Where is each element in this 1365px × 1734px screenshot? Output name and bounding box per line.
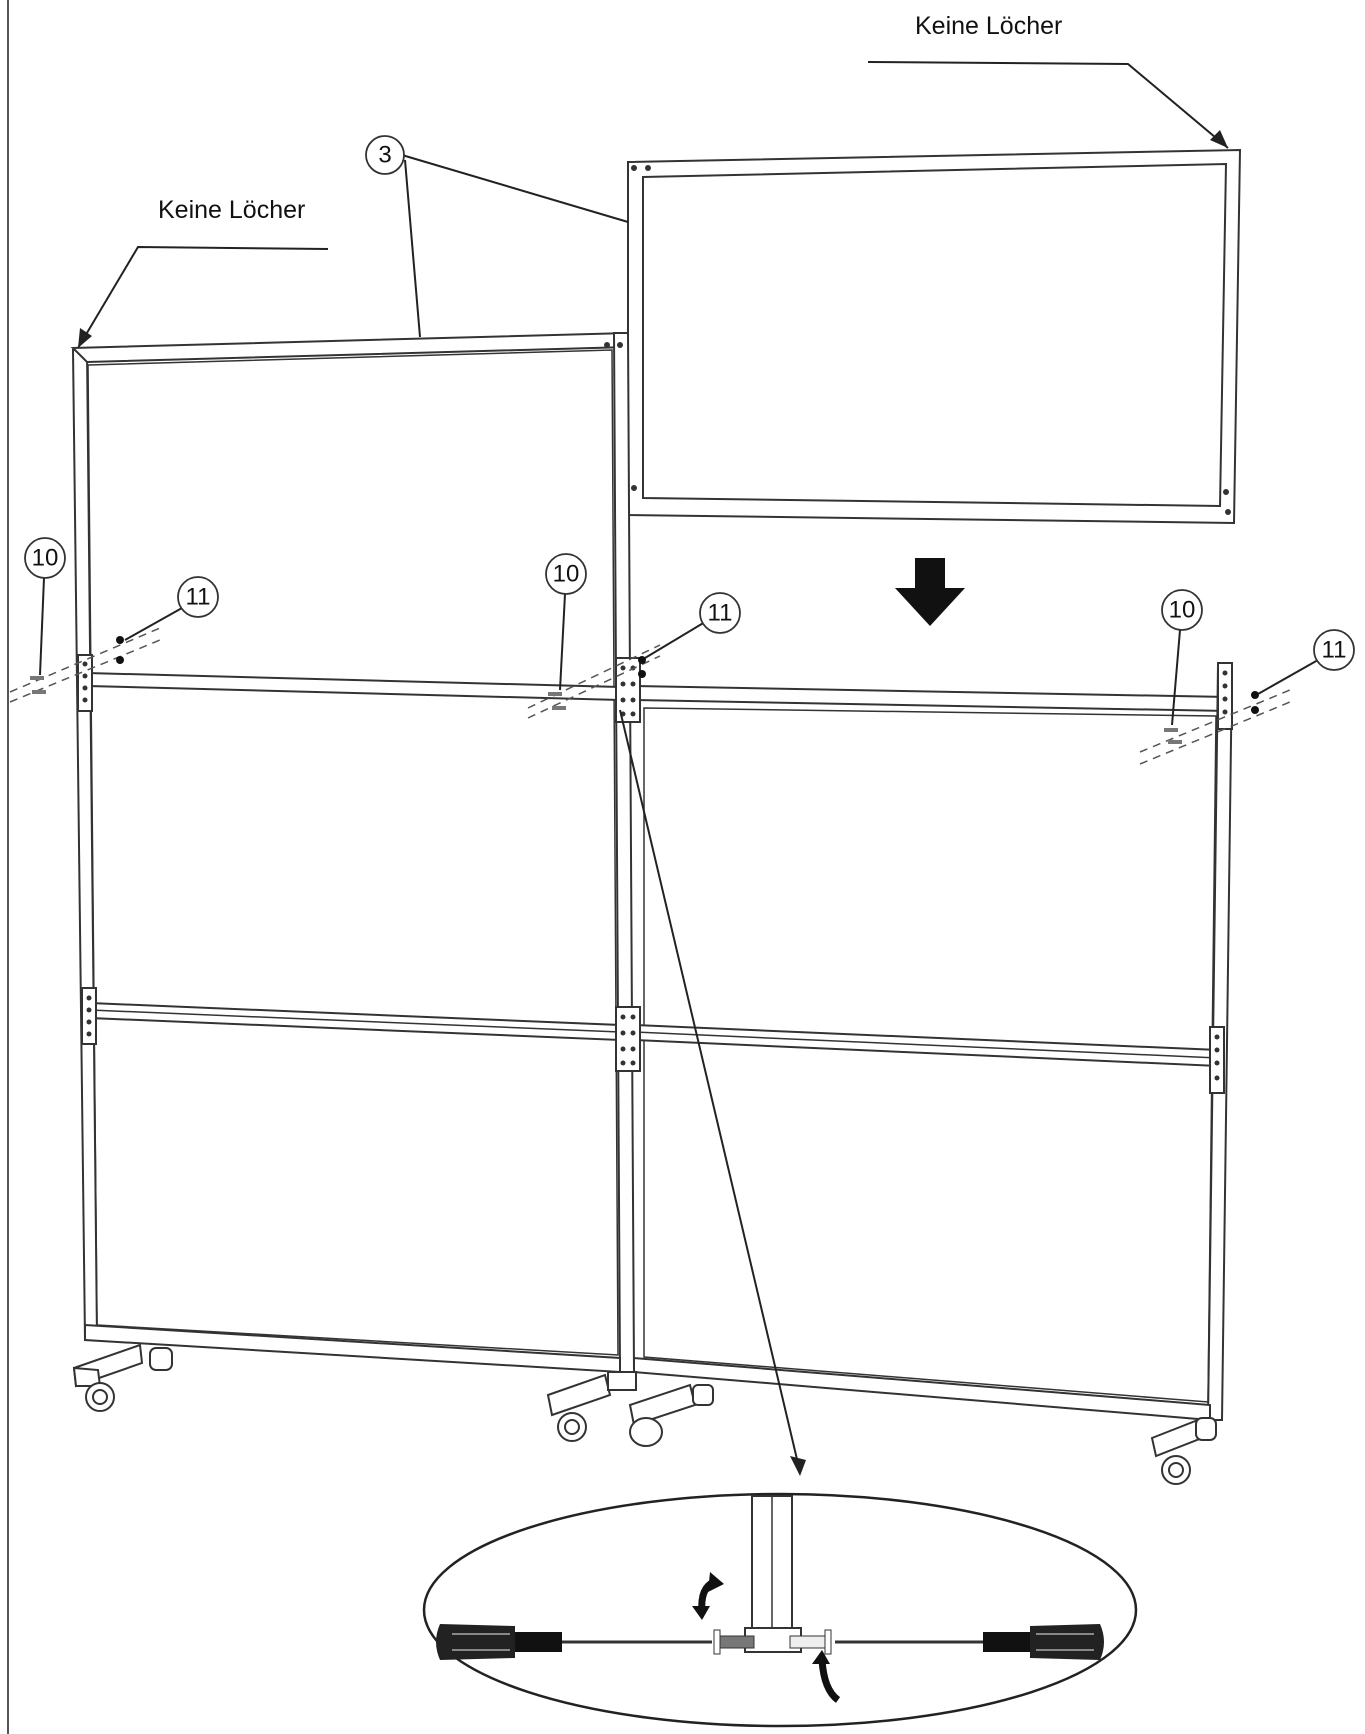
caster-wheel-icon xyxy=(72,1343,173,1412)
screwdriver-icon xyxy=(835,1624,1104,1660)
part-tag-11-middle: 11 xyxy=(644,592,741,659)
detail-zoom-view xyxy=(422,1492,1138,1728)
caster-wheel-icon xyxy=(546,1371,637,1442)
caster-wheel-icon xyxy=(628,1383,714,1447)
svg-text:11: 11 xyxy=(1322,637,1347,664)
svg-text:10: 10 xyxy=(1169,597,1196,624)
svg-text:10: 10 xyxy=(553,561,580,588)
rotate-arrow-icon xyxy=(812,1650,841,1703)
left-screen-frame xyxy=(70,331,636,1374)
bracket-right-lower xyxy=(1209,1026,1225,1094)
svg-text:10: 10 xyxy=(32,545,59,572)
label-no-holes-left: Keine Löcher xyxy=(158,196,305,224)
upper-panel-loose xyxy=(627,148,1242,525)
leader-arrow-top xyxy=(867,61,1229,149)
bracket-left-upper xyxy=(77,654,93,712)
part-tag-11-right: 11 xyxy=(1257,629,1355,695)
bracket-middle-upper xyxy=(615,657,641,723)
down-arrow-icon xyxy=(895,558,965,626)
screw-guides-right xyxy=(1139,689,1291,765)
bracket-middle-lower xyxy=(615,1006,641,1072)
rotate-arrow-icon xyxy=(692,1572,724,1620)
screwdriver-icon xyxy=(436,1624,712,1660)
part-tag-10-right: 10 xyxy=(1161,589,1203,726)
svg-text:11: 11 xyxy=(708,600,733,627)
detail-leader xyxy=(619,709,806,1476)
right-screen-frame xyxy=(633,664,1234,1422)
svg-text:11: 11 xyxy=(186,584,211,611)
label-no-holes-top: Keine Löcher xyxy=(915,12,1062,40)
svg-text:3: 3 xyxy=(378,142,391,169)
bracket-left-lower xyxy=(81,987,97,1045)
part-tag-11-left: 11 xyxy=(124,576,219,641)
caster-wheel-icon xyxy=(1150,1417,1217,1485)
leader-arrow-left xyxy=(77,245,329,349)
part-tag-10-middle: 10 xyxy=(545,553,587,691)
screw-guides-middle xyxy=(527,644,661,719)
part-tag-10-left: 10 xyxy=(24,537,66,676)
screw-guides-left xyxy=(9,627,161,703)
part-tag-3: 3 xyxy=(365,135,629,338)
